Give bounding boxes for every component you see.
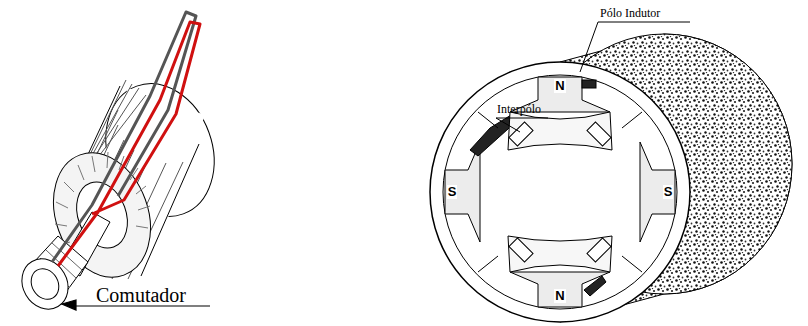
main-poles	[445, 77, 675, 307]
part-label: Comutador	[96, 284, 186, 306]
part-label: Pólo Indutor	[600, 7, 660, 20]
pole-letter: N	[554, 289, 565, 303]
part-label: Interpólo	[497, 103, 541, 116]
armature-coil	[52, 12, 200, 266]
pole-letter: S	[447, 185, 458, 199]
leader-line	[496, 22, 690, 132]
pole-letter: S	[663, 185, 674, 199]
pole-letter: N	[554, 79, 565, 93]
armature-rotor	[13, 68, 232, 317]
interpoles	[478, 112, 642, 272]
stator-frame	[430, 34, 792, 322]
